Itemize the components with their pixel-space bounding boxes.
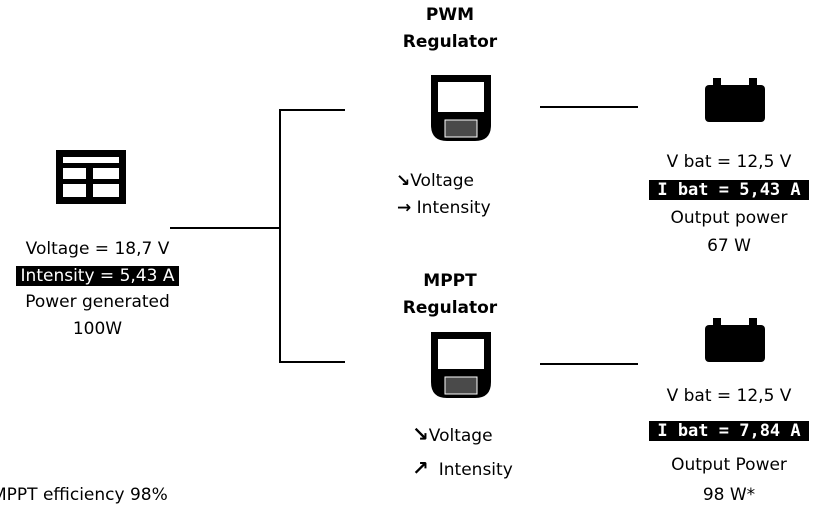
pwm-title-line2: Regulator <box>402 32 498 52</box>
mppt-title-line1: MPPT <box>423 271 477 291</box>
pwm-battery-voltage: V bat = 12,5 V <box>666 152 792 172</box>
panel-intensity: Intensity = 5,43 A <box>15 266 180 286</box>
arrow-right-icon: → <box>397 198 412 218</box>
solar-panel-icon <box>56 150 126 204</box>
mppt-voltage-effect-label: Voltage <box>428 426 493 446</box>
mppt-input-line <box>279 361 345 363</box>
mppt-output-value: 98 W* <box>702 485 756 505</box>
pwm-battery-current: I bat = 5,43 A <box>649 180 809 200</box>
mppt-battery-voltage: V bat = 12,5 V <box>666 386 792 406</box>
mppt-voltage-effect: ↘Voltage <box>412 423 493 447</box>
pwm-intensity-effect-label: Intensity <box>411 198 491 218</box>
pwm-regulator-icon <box>431 75 491 141</box>
panel-connector-line <box>170 227 280 229</box>
battery-icon <box>705 318 765 362</box>
panel-power-label: Power generated <box>25 292 170 312</box>
mppt-intensity-effect: ↗ Intensity <box>412 457 513 481</box>
pwm-title-line1: PWM <box>425 5 475 25</box>
footnote: MPPT efficiency 98% <box>0 485 168 505</box>
mppt-battery-current-wrapper: I bat = 7,84 A <box>640 420 818 442</box>
arrow-down-right-icon: ↘ <box>412 422 429 446</box>
pwm-intensity-effect: → Intensity <box>397 197 491 219</box>
arrow-down-right-icon: ↘ <box>396 171 411 191</box>
battery-icon <box>705 78 765 122</box>
mppt-output-label: Output Power <box>671 455 787 475</box>
arrow-up-right-icon: ↗ <box>412 456 429 480</box>
mppt-output-line <box>540 363 638 365</box>
pwm-voltage-effect-label: Voltage <box>410 171 475 191</box>
pwm-output-label: Output power <box>670 208 788 228</box>
panel-intensity-wrapper: Intensity = 5,43 A <box>0 265 195 287</box>
branch-vertical-line <box>279 109 281 363</box>
mppt-title-line2: Regulator <box>402 298 498 318</box>
pwm-input-line <box>279 109 345 111</box>
mppt-regulator-icon <box>431 332 491 398</box>
pwm-output-line <box>540 106 638 108</box>
mppt-intensity-effect-label: Intensity <box>438 460 513 480</box>
panel-voltage: Voltage = 18,7 V <box>25 239 170 259</box>
pwm-battery-current-wrapper: I bat = 5,43 A <box>640 179 818 201</box>
pwm-output-value: 67 W <box>707 236 751 256</box>
pwm-voltage-effect: ↘Voltage <box>396 170 474 192</box>
panel-power-value: 100W <box>72 319 123 339</box>
mppt-battery-current: I bat = 7,84 A <box>649 421 809 441</box>
